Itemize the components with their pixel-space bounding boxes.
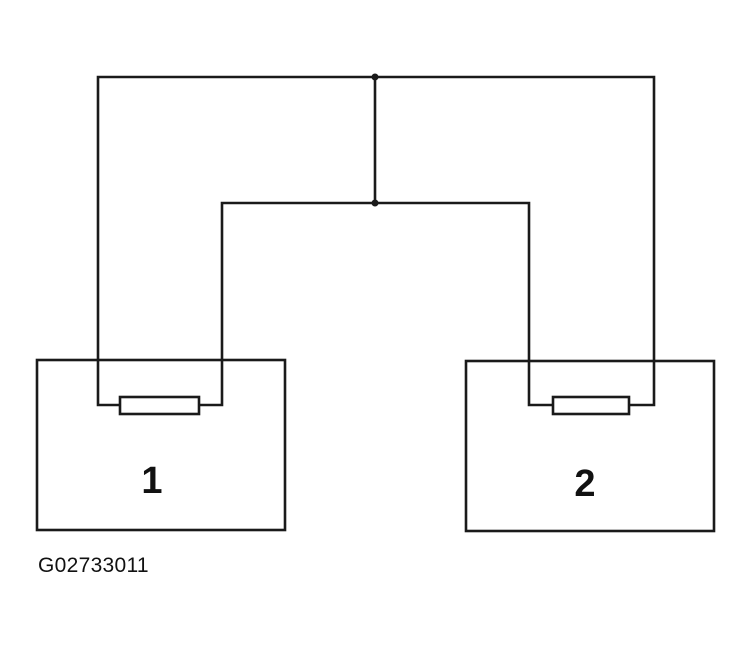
unit-1-connector [118, 395, 201, 416]
figure-id: G02733011 [38, 554, 149, 577]
unit-1-box [35, 358, 287, 532]
unit-1-label: 1 [141, 460, 162, 502]
top-junction-dot [371, 73, 379, 81]
unit-2-label: 2 [574, 463, 595, 505]
unit-2-connector [551, 395, 631, 416]
inner-junction-dot [371, 199, 379, 207]
unit-2-box [464, 359, 716, 533]
